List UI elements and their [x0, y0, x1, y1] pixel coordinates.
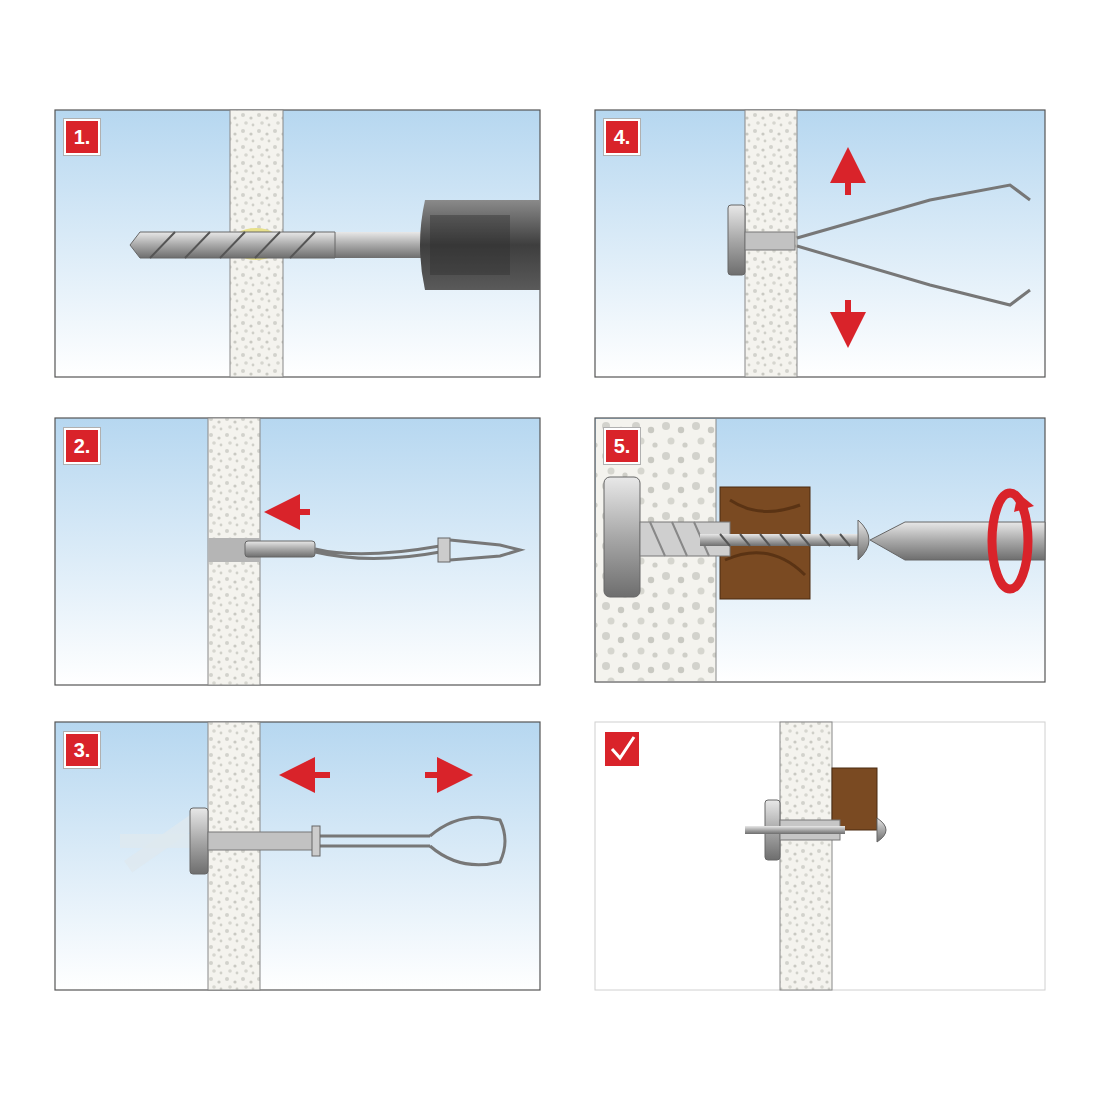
step-number: 1. [74, 127, 91, 147]
step-badge: 4. [604, 119, 640, 155]
step-badge: 2. [64, 428, 100, 464]
step-number: 5. [614, 436, 631, 456]
step-badge: 5. [604, 428, 640, 464]
step-number: 2. [74, 436, 91, 456]
step-number: 3. [74, 740, 91, 760]
step-badge: 3. [64, 732, 100, 768]
step-badge: 1. [64, 119, 100, 155]
step-number: 4. [614, 127, 631, 147]
